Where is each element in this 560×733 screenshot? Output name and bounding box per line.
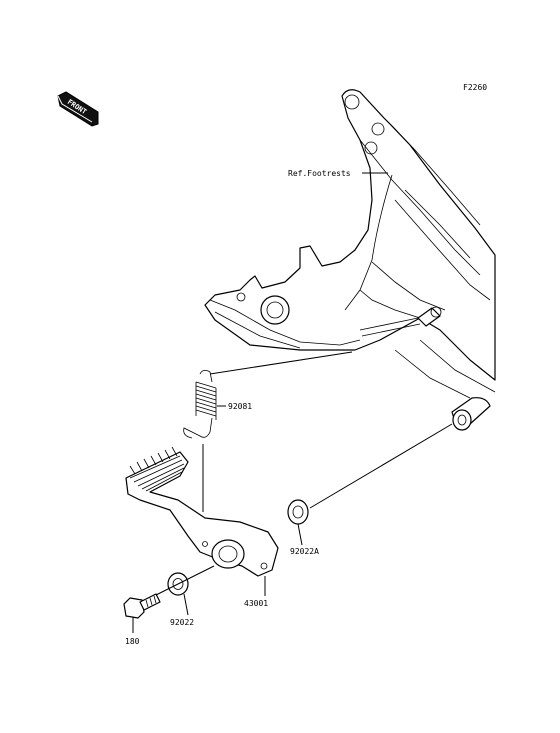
washer-a-label: 92022A (290, 547, 319, 556)
bolt-180 (123, 593, 161, 619)
washer-a-leader (297, 523, 303, 546)
pedal-to-collar-leader (309, 423, 453, 509)
spring-leader (209, 351, 353, 375)
bolt-label: 180 (125, 637, 140, 646)
washer-92022a (287, 499, 309, 525)
spring-92081 (183, 370, 217, 439)
spring-label: 92081 (228, 402, 252, 411)
washer-label: 92022 (170, 618, 194, 627)
brake-pedal-43001 (125, 446, 279, 577)
front-direction-badge: FRONT (57, 91, 99, 127)
frame-bracket (204, 89, 496, 399)
washer-to-pedal-leader (149, 565, 215, 599)
pedal-label: 43001 (244, 599, 268, 608)
figure-code: F2260 (463, 83, 487, 92)
ref-footrests-label: Ref.Footrests (288, 169, 351, 178)
washer-label-leader (183, 593, 189, 616)
pivot-collar (451, 397, 491, 431)
